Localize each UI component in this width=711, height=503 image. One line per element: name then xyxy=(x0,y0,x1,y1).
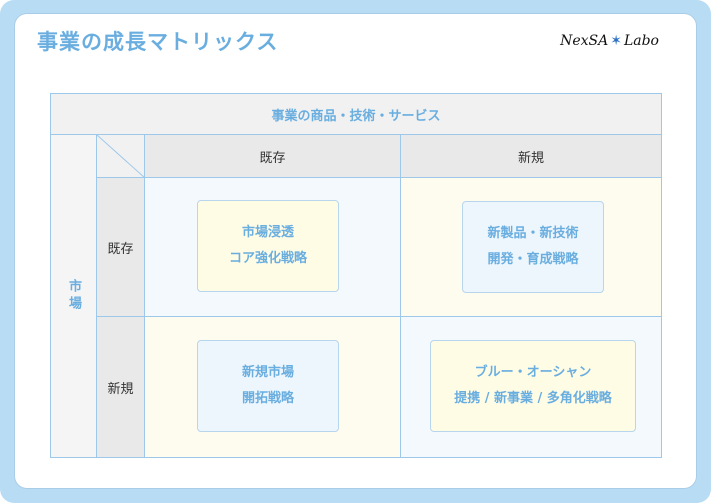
brand-name-right: Labo xyxy=(623,33,659,49)
side-axis-header: 市場 xyxy=(51,135,97,457)
strategy-subtitle: 開拓戦略 xyxy=(241,391,294,406)
strategy-subtitle: コア強化戦略 xyxy=(228,251,307,266)
brand-logo: NexSA✶Labo xyxy=(560,33,659,49)
row-header-existing: 既存 xyxy=(97,178,145,317)
strategy-label: 新規市場 xyxy=(241,365,294,380)
strategy-label: 新製品・新技術 xyxy=(487,226,579,241)
corner-cell xyxy=(97,135,145,178)
strategy-box-product-development: 新製品・新技術 開発・育成戦略 xyxy=(462,201,604,293)
top-axis-header: 事業の商品・技術・サービス xyxy=(51,94,661,135)
strategy-box-market-penetration: 市場浸透 コア強化戦略 xyxy=(197,200,339,292)
strategy-box-blue-ocean: ブルー・オーシャン 提携 / 新事業 / 多角化戦略 xyxy=(430,340,636,432)
page-title: 事業の成長マトリックス xyxy=(37,30,279,54)
brand-name-left: NexSA xyxy=(560,33,609,49)
growth-matrix: 事業の商品・技術・サービス 市場 既存 新規 既存 新規 xyxy=(50,93,662,458)
strategy-label: ブルー・オーシャン xyxy=(474,365,592,380)
strategy-subtitle: 開発・育成戦略 xyxy=(487,252,579,267)
strategy-label: 市場浸透 xyxy=(241,225,294,240)
star-icon: ✶ xyxy=(610,33,622,49)
row-header-new: 新規 xyxy=(97,317,145,457)
column-header-new: 新規 xyxy=(401,135,661,178)
column-header-existing: 既存 xyxy=(145,135,401,178)
strategy-subtitle: 提携 / 新事業 / 多角化戦略 xyxy=(454,391,612,406)
diagonal-line xyxy=(97,135,145,178)
strategy-box-market-development: 新規市場 開拓戦略 xyxy=(197,340,339,432)
